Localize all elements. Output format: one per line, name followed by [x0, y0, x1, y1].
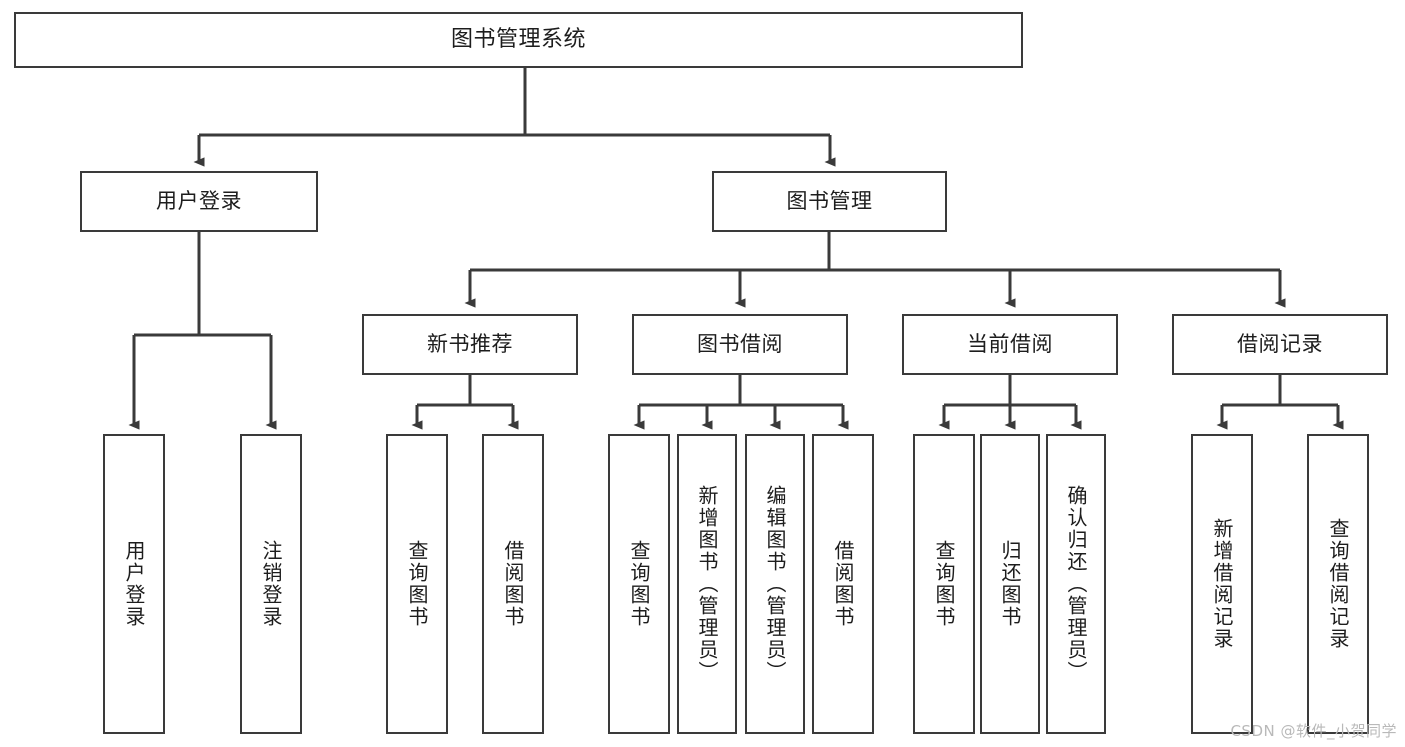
node-leaf-return-book-label: 归还图书 — [998, 540, 1022, 628]
csdn-watermark: CSDN @软件_小贺同学 — [1230, 722, 1397, 740]
node-leaf-query-book-2-label: 查询图书 — [627, 540, 651, 628]
node-book-manage[interactable]: 图书管理 — [712, 171, 947, 232]
node-book-borrow[interactable]: 图书借阅 — [632, 314, 848, 375]
node-leaf-add-book-label: 新增图书（管理员） — [695, 485, 719, 683]
node-leaf-query-book-3[interactable]: 查询图书 — [913, 434, 975, 734]
node-leaf-query-book-3-label: 查询图书 — [932, 540, 956, 628]
node-leaf-user-login[interactable]: 用户登录 — [103, 434, 165, 734]
node-leaf-confirm-return[interactable]: 确认归还（管理员） — [1046, 434, 1106, 734]
node-current-borrow-label: 当前借阅 — [967, 332, 1053, 357]
node-user-login-label: 用户登录 — [156, 189, 242, 214]
node-leaf-borrow-book-2[interactable]: 借阅图书 — [812, 434, 874, 734]
node-leaf-query-book-2[interactable]: 查询图书 — [608, 434, 670, 734]
node-leaf-confirm-return-label: 确认归还（管理员） — [1064, 485, 1088, 683]
node-book-manage-label: 图书管理 — [786, 189, 873, 214]
node-new-book-rec-label: 新书推荐 — [427, 332, 513, 357]
node-leaf-logout-label: 注销登录 — [259, 540, 283, 628]
node-leaf-add-record-label: 新增借阅记录 — [1210, 518, 1234, 650]
node-leaf-edit-book-label: 编辑图书（管理员） — [763, 485, 787, 683]
node-leaf-query-record-label: 查询借阅记录 — [1326, 518, 1350, 650]
node-borrow-record-label: 借阅记录 — [1237, 332, 1323, 357]
node-leaf-query-record[interactable]: 查询借阅记录 — [1307, 434, 1369, 734]
node-leaf-add-record[interactable]: 新增借阅记录 — [1191, 434, 1253, 734]
node-leaf-borrow-book-1-label: 借阅图书 — [501, 540, 525, 628]
node-leaf-add-book[interactable]: 新增图书（管理员） — [677, 434, 737, 734]
node-leaf-user-login-label: 用户登录 — [122, 540, 146, 628]
node-current-borrow[interactable]: 当前借阅 — [902, 314, 1118, 375]
node-leaf-borrow-book-1[interactable]: 借阅图书 — [482, 434, 544, 734]
node-leaf-return-book[interactable]: 归还图书 — [980, 434, 1040, 734]
node-book-borrow-label: 图书借阅 — [697, 332, 783, 357]
node-leaf-query-book-1[interactable]: 查询图书 — [386, 434, 448, 734]
node-root[interactable]: 图书管理系统 — [14, 12, 1023, 68]
node-root-label: 图书管理系统 — [450, 27, 586, 53]
node-leaf-query-book-1-label: 查询图书 — [405, 540, 429, 628]
node-user-login[interactable]: 用户登录 — [80, 171, 318, 232]
node-new-book-rec[interactable]: 新书推荐 — [362, 314, 578, 375]
node-leaf-borrow-book-2-label: 借阅图书 — [831, 540, 855, 628]
node-leaf-edit-book[interactable]: 编辑图书（管理员） — [745, 434, 805, 734]
node-borrow-record[interactable]: 借阅记录 — [1172, 314, 1388, 375]
node-leaf-logout[interactable]: 注销登录 — [240, 434, 302, 734]
